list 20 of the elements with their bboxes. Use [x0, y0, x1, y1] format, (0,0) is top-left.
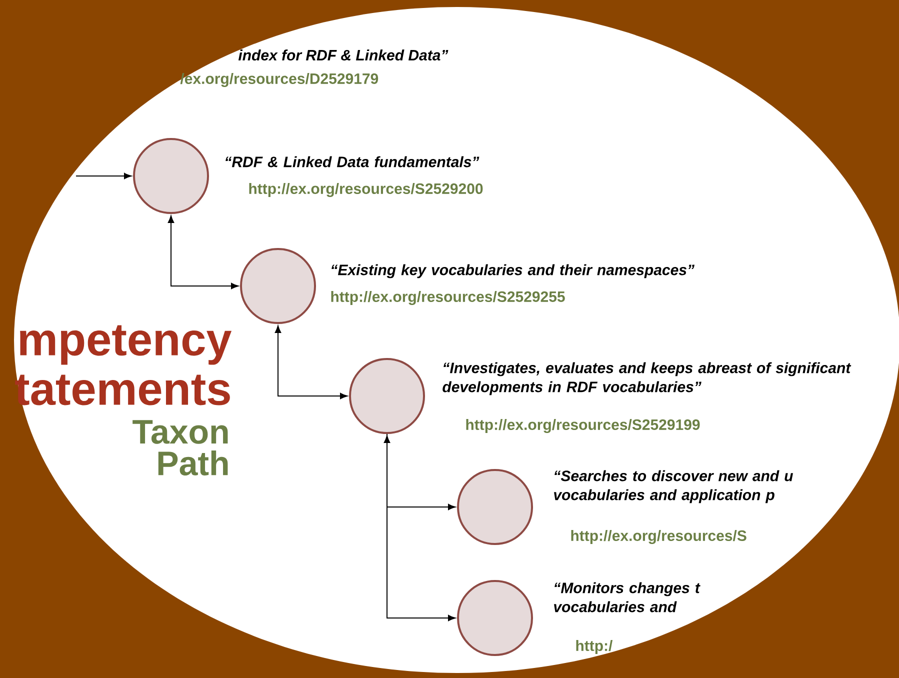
url-text: /ex.org/resources/D2529179 [180, 72, 378, 88]
connector-arrow [386, 434, 456, 622]
url-text: http:/ [576, 640, 613, 654]
quote-text: “RDF & Linked Data fundamentals” [226, 156, 480, 168]
url-text: http://ex.org/resources/S2529199 [466, 418, 700, 434]
index-quote-text: index for RDF & Linked Data” [238, 50, 448, 61]
subtitle-word: Taxon [132, 420, 228, 444]
connector-arrow [384, 436, 456, 510]
url-text: http://ex.org/resources/S2529255 [331, 290, 565, 306]
connector-arrow [168, 216, 238, 290]
quote-text: “Searches to discover new and u vocabularies and application p [554, 470, 793, 504]
url-text: http://ex.org/resources/S2529200 [249, 182, 483, 198]
quote-text: “Investigates, evaluates and keeps abreast of significant developments in RDF vocabularies” [442, 362, 852, 396]
url-text: http://ex.org/resources/S [571, 530, 746, 544]
title-word: mpetency [20, 325, 232, 365]
quote-text: “Monitors changes t vocabularies and [554, 582, 700, 612]
connector-arrow [274, 326, 348, 400]
subtitle-word: Path [158, 450, 228, 476]
quote-text: “Existing key vocabularies and their namespaces” [332, 264, 694, 278]
connector-arrow [76, 172, 132, 180]
